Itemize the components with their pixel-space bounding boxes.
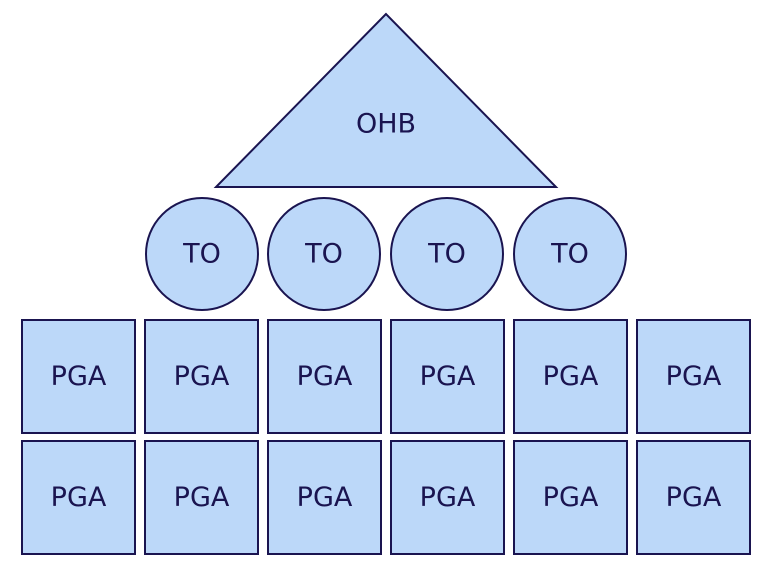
circle-shape	[390, 197, 504, 311]
box-label: PGA	[51, 482, 107, 513]
box-node: PGA	[267, 319, 382, 434]
box-shape	[513, 319, 628, 434]
box-shape	[390, 440, 505, 555]
box-node: PGA	[144, 319, 259, 434]
circle-label: TO	[182, 239, 221, 270]
box-node: PGA	[21, 440, 136, 555]
box-shape	[21, 440, 136, 555]
box-node: PGA	[513, 319, 628, 434]
circle-node: TO	[145, 197, 259, 311]
apex-label: OHB	[356, 109, 416, 140]
box-node: PGA	[144, 440, 259, 555]
box-label: PGA	[543, 361, 599, 392]
circle-label: TO	[550, 239, 589, 270]
box-shape	[636, 319, 751, 434]
box-label: PGA	[666, 361, 722, 392]
box-grid: PGA PGA PGA PGA PGA PGA PGA PGA PGA PGA PGA PGA	[21, 319, 751, 555]
circle-node: TO	[513, 197, 627, 311]
circle-node: TO	[267, 197, 381, 311]
box-node: PGA	[21, 319, 136, 434]
box-shape	[390, 319, 505, 434]
box-label: PGA	[543, 482, 599, 513]
circle-row: TO TO TO TO	[145, 197, 627, 311]
box-node: PGA	[390, 440, 505, 555]
apex-node: OHB	[213, 12, 559, 188]
box-shape	[21, 319, 136, 434]
box-node: PGA	[636, 319, 751, 434]
box-shape	[144, 440, 259, 555]
box-shape	[636, 440, 751, 555]
circle-shape	[513, 197, 627, 311]
box-label: PGA	[51, 361, 107, 392]
box-node: PGA	[267, 440, 382, 555]
circle-shape	[267, 197, 381, 311]
circle-node: TO	[390, 197, 504, 311]
box-node: PGA	[390, 319, 505, 434]
box-label: PGA	[297, 361, 353, 392]
box-label: PGA	[174, 482, 230, 513]
circle-label: TO	[304, 239, 343, 270]
box-label: PGA	[666, 482, 722, 513]
box-label: PGA	[174, 361, 230, 392]
box-node: PGA	[513, 440, 628, 555]
box-label: PGA	[297, 482, 353, 513]
box-shape	[513, 440, 628, 555]
box-node: PGA	[636, 440, 751, 555]
apex-triangle	[213, 12, 559, 188]
box-shape	[144, 319, 259, 434]
box-label: PGA	[420, 482, 476, 513]
circle-label: TO	[427, 239, 466, 270]
box-shape	[267, 440, 382, 555]
box-shape	[267, 319, 382, 434]
circle-shape	[145, 197, 259, 311]
box-label: PGA	[420, 361, 476, 392]
